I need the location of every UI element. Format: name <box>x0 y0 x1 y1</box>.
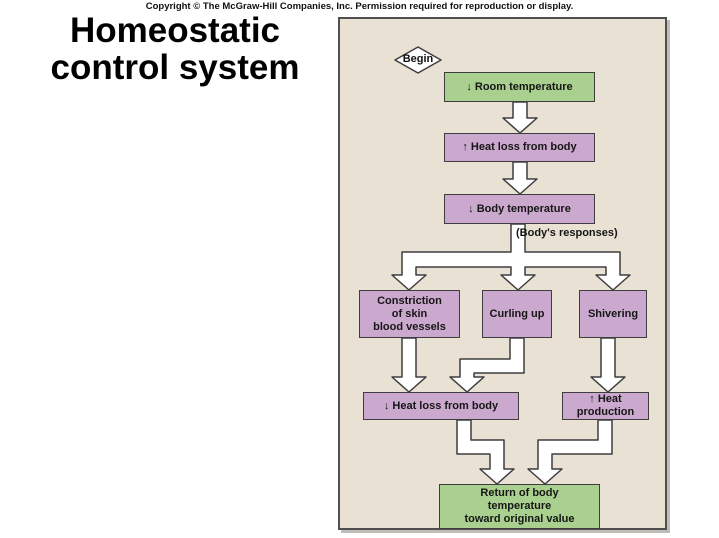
flowchart-panel: Begin ↓ Room temperature ↑ Heat loss fro… <box>338 17 667 530</box>
node-room-temperature: ↓ Room temperature <box>444 72 595 102</box>
bodys-responses-label: (Body's responses) <box>516 227 618 239</box>
begin-node-label: Begin <box>402 53 434 65</box>
node-curling-up: Curling up <box>482 290 552 338</box>
flowchart-connectors <box>391 46 631 485</box>
node-shivering: Shivering <box>579 290 647 338</box>
branch-connector <box>391 223 631 291</box>
node-heat-loss-decrease: ↓ Heat loss from body <box>363 392 519 420</box>
node-body-temperature: ↓ Body temperature <box>444 194 595 224</box>
node-heat-loss-increase: ↑ Heat loss from body <box>444 133 595 162</box>
page-title: Homeostatic control system <box>50 11 300 87</box>
arrow-constriction-to-heatloss <box>391 337 427 393</box>
arrow-shivering-to-heatproduction <box>590 337 626 393</box>
arrow-room-to-heatloss <box>502 101 538 134</box>
copyright-text: Copyright © The McGraw-Hill Companies, I… <box>145 1 574 12</box>
arrow-heatproduction-to-return <box>527 419 613 485</box>
begin-diamond <box>394 46 442 74</box>
arrow-curling-to-heatloss <box>449 337 525 393</box>
arrow-heatloss-to-return <box>456 419 515 485</box>
arrow-heatloss-to-bodytemp <box>502 161 538 195</box>
node-constriction-skin-vessels: Constriction of skin blood vessels <box>359 290 460 338</box>
node-heat-production: ↑ Heat production <box>562 392 649 420</box>
node-return-body-temperature: Return of body temperature toward origin… <box>439 484 600 529</box>
